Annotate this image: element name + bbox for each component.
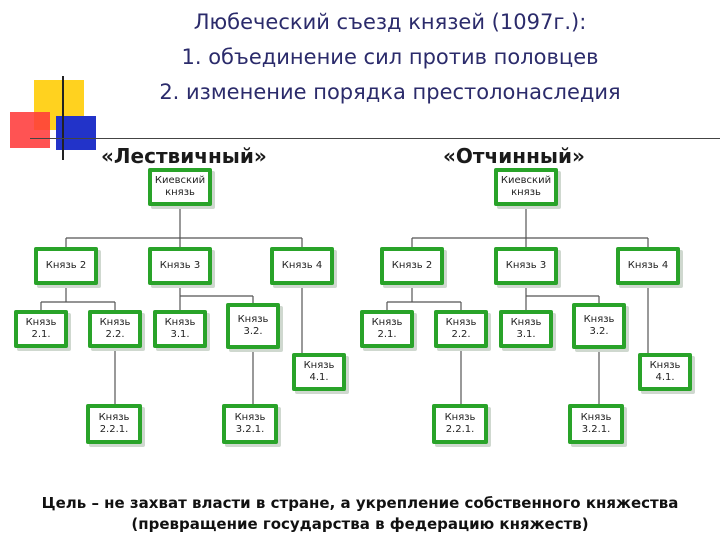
right-tree-node-k32: Князь 3.2.: [572, 303, 626, 349]
node-label: Князь 3.2.1.: [226, 408, 274, 440]
node-label: Князь 3: [498, 251, 554, 281]
node-label: Князь 2.2.: [92, 314, 138, 344]
left-tree-node-k21: Князь 2.1.: [14, 310, 68, 348]
node-label: Князь 3: [152, 251, 208, 281]
right-tree-node-k221: Князь 2.2.1.: [432, 404, 488, 444]
decor-vertical-line: [62, 76, 64, 160]
left-tree-node-k31: Князь 3.1.: [153, 310, 207, 348]
node-label: Князь 2.2.1.: [90, 408, 138, 440]
title-line-3: 2. изменение порядка престолонаследия: [159, 80, 621, 104]
left-tree-node-k3: Князь 3: [148, 247, 212, 285]
left-tree-node-k2: Князь 2: [34, 247, 98, 285]
node-label: Князь 3.2.: [576, 307, 622, 345]
node-label: Князь 2.1.: [364, 314, 410, 344]
node-label: Князь 4.1.: [296, 357, 342, 387]
left-tree-node-k221: Князь 2.2.1.: [86, 404, 142, 444]
right-tree-node-k3: Князь 3: [494, 247, 558, 285]
left-tree-node-k4: Князь 4: [270, 247, 334, 285]
title-line-1: Любеческий съезд князей (1097г.):: [193, 10, 587, 34]
node-label: Князь 2: [38, 251, 94, 281]
right-tree-node-k2: Князь 2: [380, 247, 444, 285]
footer-line-1: Цель – не захват власти в стране, а укре…: [41, 494, 679, 512]
node-label: Князь 4: [274, 251, 330, 281]
right-tree-node-root: Киевский князь: [494, 168, 558, 206]
node-label: Князь 2: [384, 251, 440, 281]
left-tree-node-root: Киевский князь: [148, 168, 212, 206]
decor-horizontal-line: [30, 138, 720, 139]
left-tree-node-k22: Князь 2.2.: [88, 310, 142, 348]
node-label: Князь 3.1.: [503, 314, 549, 344]
right-tree-node-k22: Князь 2.2.: [434, 310, 488, 348]
node-label: Киевский князь: [152, 172, 208, 202]
node-label: Князь 2.1.: [18, 314, 64, 344]
right-tree-node-k31: Князь 3.1.: [499, 310, 553, 348]
decor-red-square: [10, 112, 50, 148]
title-line-2: 1. объединение сил против половцев: [181, 45, 599, 69]
node-label: Князь 3.2.1.: [572, 408, 620, 440]
node-label: Князь 2.2.: [438, 314, 484, 344]
left-tree-node-k41: Князь 4.1.: [292, 353, 346, 391]
node-label: Киевский князь: [498, 172, 554, 202]
left-tree-node-k321: Князь 3.2.1.: [222, 404, 278, 444]
system-label-otchinny: «Отчинный»: [443, 144, 585, 168]
footer-line-2: (превращение государства в федерацию кня…: [131, 515, 589, 533]
left-tree-node-k32: Князь 3.2.: [226, 303, 280, 349]
right-tree-node-k41: Князь 4.1.: [638, 353, 692, 391]
node-label: Князь 4: [620, 251, 676, 281]
system-label-lestvichny: «Лествичный»: [101, 144, 267, 168]
node-label: Князь 3.1.: [157, 314, 203, 344]
right-tree-node-k21: Князь 2.1.: [360, 310, 414, 348]
right-tree-node-k321: Князь 3.2.1.: [568, 404, 624, 444]
right-tree-node-k4: Князь 4: [616, 247, 680, 285]
node-label: Князь 3.2.: [230, 307, 276, 345]
node-label: Князь 2.2.1.: [436, 408, 484, 440]
node-label: Князь 4.1.: [642, 357, 688, 387]
